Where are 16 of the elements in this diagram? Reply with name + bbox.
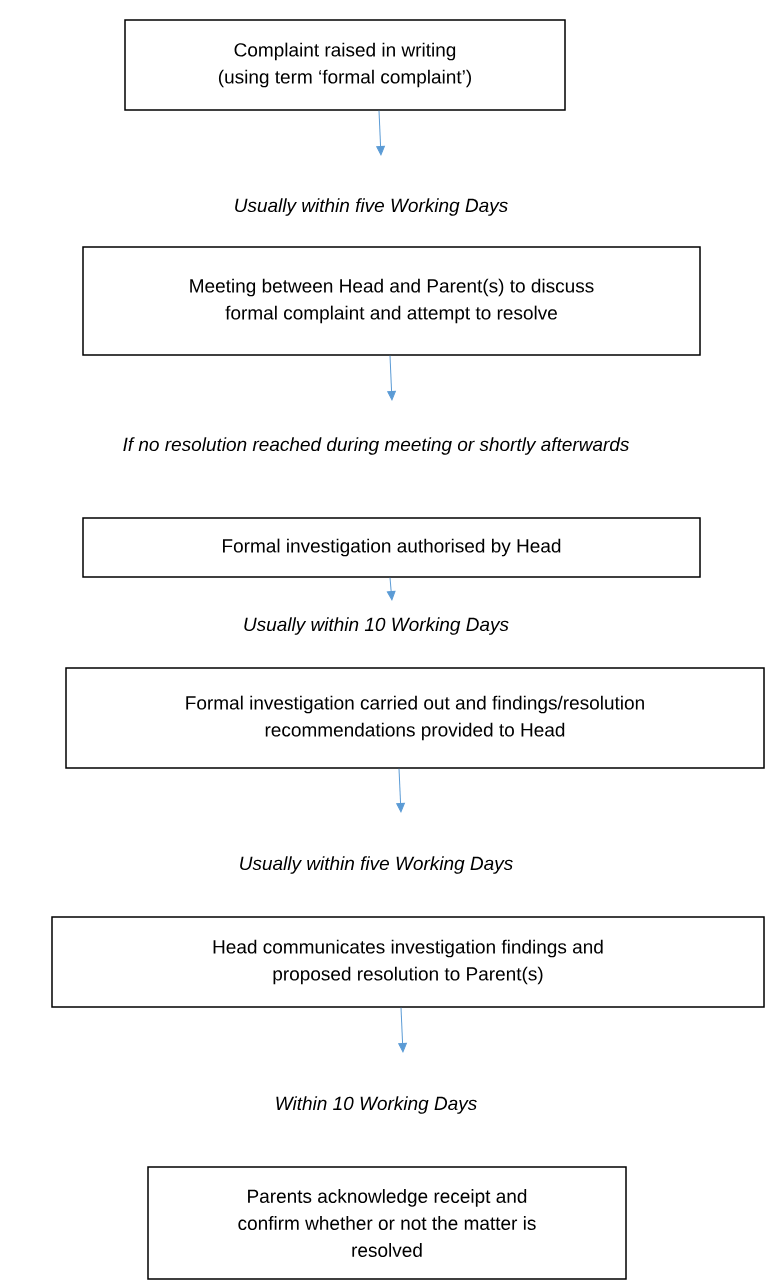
arrow <box>396 768 405 813</box>
step-note: Usually within five Working Days <box>235 198 508 216</box>
process-box: Parents acknowledge receipt and confirm whether or not the matter is resolved <box>147 1166 627 1280</box>
arrow <box>398 1007 407 1053</box>
arrow <box>387 355 396 401</box>
process-box: Meeting between Head and Parent(s) to discuss formal complaint and attempt to resolve <box>82 246 701 356</box>
arrow <box>386 577 396 601</box>
step-note: Usually within 10 Working Days <box>244 617 509 635</box>
arrow <box>376 110 385 156</box>
process-box: Complaint raised in writing (using term ‘formal complaint’) <box>124 19 566 111</box>
process-box: Head communicates investigation findings and proposed resolution to Parent(s) <box>51 916 765 1008</box>
step-note: If no resolution reached during meeting or shortly afterwards <box>123 437 629 455</box>
step-note: Within 10 Working Days <box>276 1096 477 1114</box>
step-note: Usually within five Working Days <box>240 856 513 874</box>
process-box: Formal investigation carried out and findings/resolution recommendations provided to Head <box>65 667 765 769</box>
process-box: Formal investigation authorised by Head <box>82 517 701 578</box>
